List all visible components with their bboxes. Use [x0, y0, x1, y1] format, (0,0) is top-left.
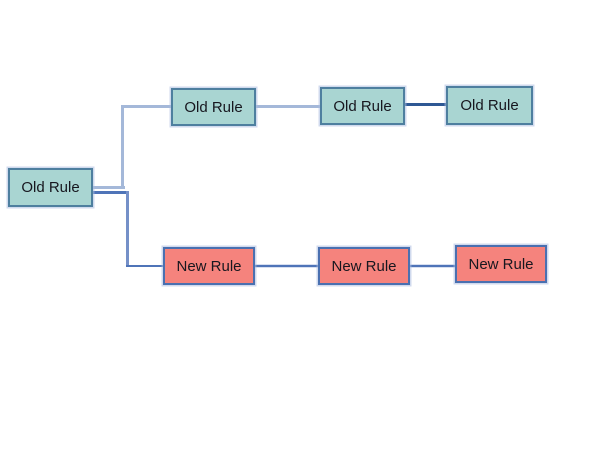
node-old-rule-top-2[interactable]: Old Rule	[320, 87, 405, 125]
node-new-rule-bottom-2[interactable]: New Rule	[318, 247, 410, 285]
node-new-rule-bottom-3[interactable]: New Rule	[455, 245, 547, 283]
connector-old1-old2	[256, 105, 320, 108]
connector-new1-new2	[255, 265, 318, 267]
connector-root-to-bottom-vertical	[126, 191, 129, 267]
node-old-rule-top-1[interactable]: Old Rule	[171, 88, 256, 126]
connector-root-to-bottom-stub	[92, 191, 129, 194]
node-old-rule-root[interactable]: Old Rule	[8, 168, 93, 207]
connector-root-to-bottom-horizontal	[126, 265, 163, 267]
connector-old2-old3	[405, 103, 446, 106]
node-new-rule-bottom-1[interactable]: New Rule	[163, 247, 255, 285]
connector-root-to-top-stub	[92, 186, 125, 189]
connector-new2-new3	[410, 265, 455, 267]
connector-root-to-top-vertical	[121, 105, 124, 189]
connector-root-to-top-horizontal	[121, 105, 171, 108]
node-old-rule-top-3[interactable]: Old Rule	[446, 86, 533, 125]
